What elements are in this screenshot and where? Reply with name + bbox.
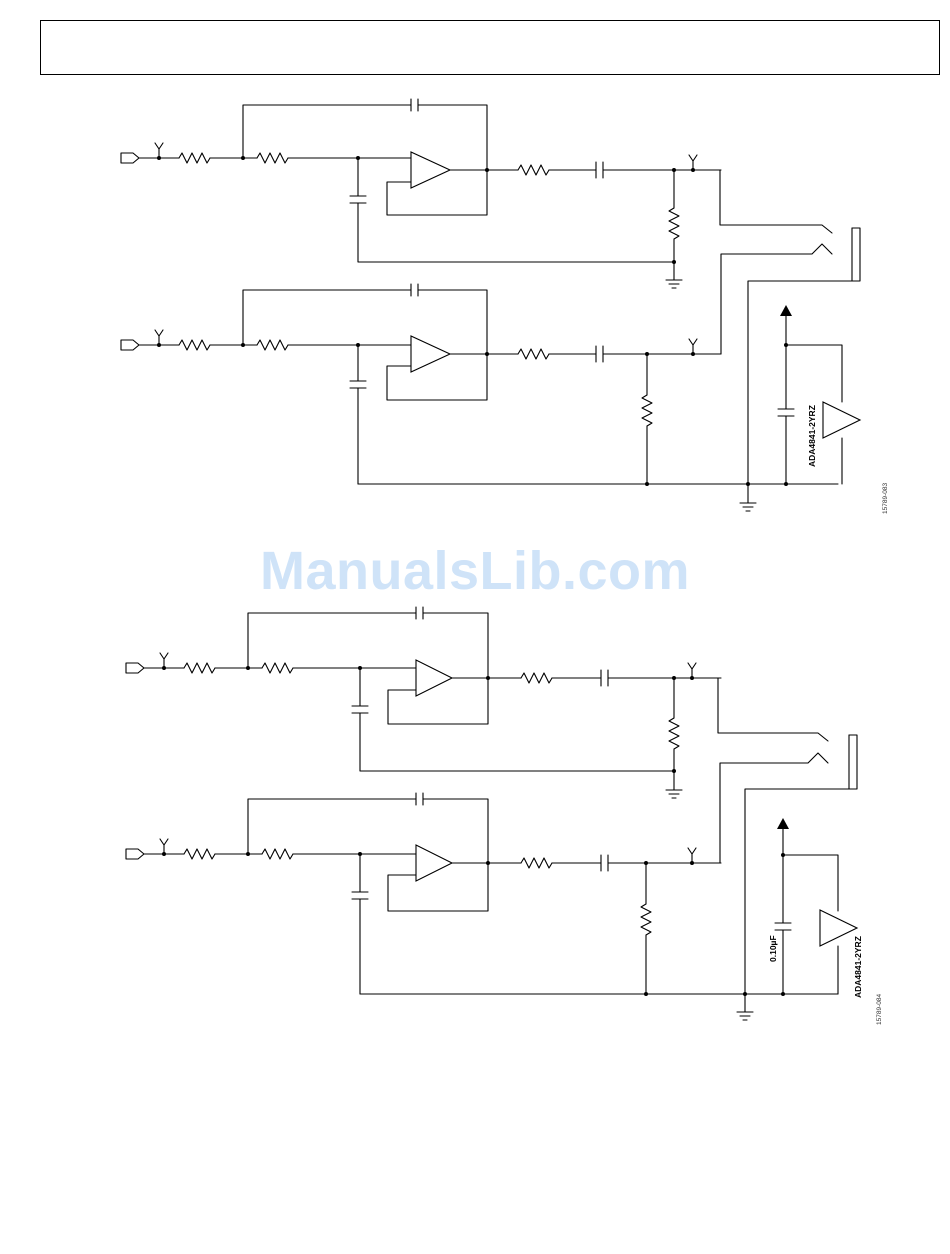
ic-label-2: ADA4841-2YRZ <box>853 936 863 998</box>
schematic-figure-1 <box>121 99 860 511</box>
capacitor-label-2: 0.10µF <box>768 935 778 962</box>
schematic-figure-2 <box>126 607 857 1020</box>
figure-code-2: 15789-084 <box>876 994 883 1025</box>
figure-code-1: 15789-083 <box>882 483 889 514</box>
ic-label-1: ADA4841-2YRZ <box>807 405 817 467</box>
